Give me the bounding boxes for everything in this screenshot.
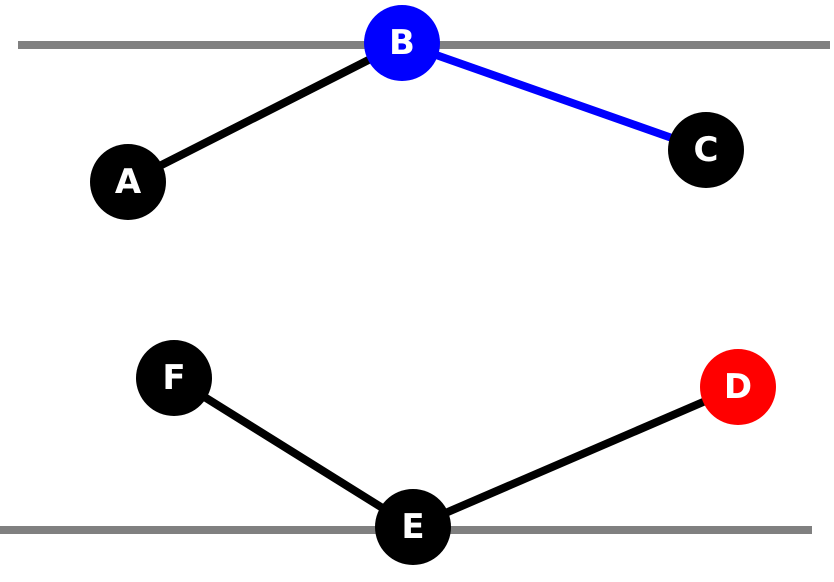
edge-e-d: [411, 383, 740, 531]
edge-b-c: [400, 39, 708, 154]
node-e: E: [375, 489, 451, 565]
node-circle-f: [136, 340, 212, 416]
nodes-layer: A B C D E F: [90, 5, 776, 565]
node-label-b: B: [389, 23, 415, 63]
node-c: C: [668, 112, 744, 188]
edges-layer: [126, 39, 740, 531]
node-circle-e: [375, 489, 451, 565]
node-circle-b: [364, 5, 440, 81]
node-circle-a: [90, 144, 166, 220]
node-label-f: F: [162, 358, 185, 398]
node-circle-d: [700, 349, 776, 425]
node-label-a: A: [115, 162, 142, 202]
node-label-e: E: [401, 507, 424, 547]
node-d: D: [700, 349, 776, 425]
node-a: A: [90, 144, 166, 220]
node-circle-c: [668, 112, 744, 188]
node-label-c: C: [694, 130, 719, 170]
node-f: F: [136, 340, 212, 416]
node-b: B: [364, 5, 440, 81]
edge-a-b: [126, 39, 404, 186]
node-label-d: D: [724, 367, 752, 407]
edge-f-e: [171, 374, 416, 531]
